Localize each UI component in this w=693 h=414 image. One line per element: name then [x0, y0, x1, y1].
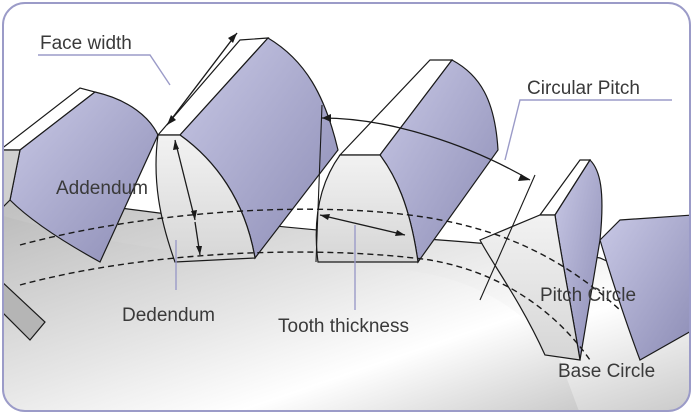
- addendum-label: Addendum: [56, 178, 148, 199]
- pitch-circle-label: Pitch Circle: [540, 285, 636, 306]
- tooth-thickness-label: Tooth thickness: [278, 316, 409, 337]
- face-width-label: Face width: [40, 33, 132, 54]
- base-circle-label: Base Circle: [558, 361, 655, 382]
- circular-pitch-label: Circular Pitch: [527, 78, 640, 99]
- dedendum-label: Dedendum: [122, 305, 215, 326]
